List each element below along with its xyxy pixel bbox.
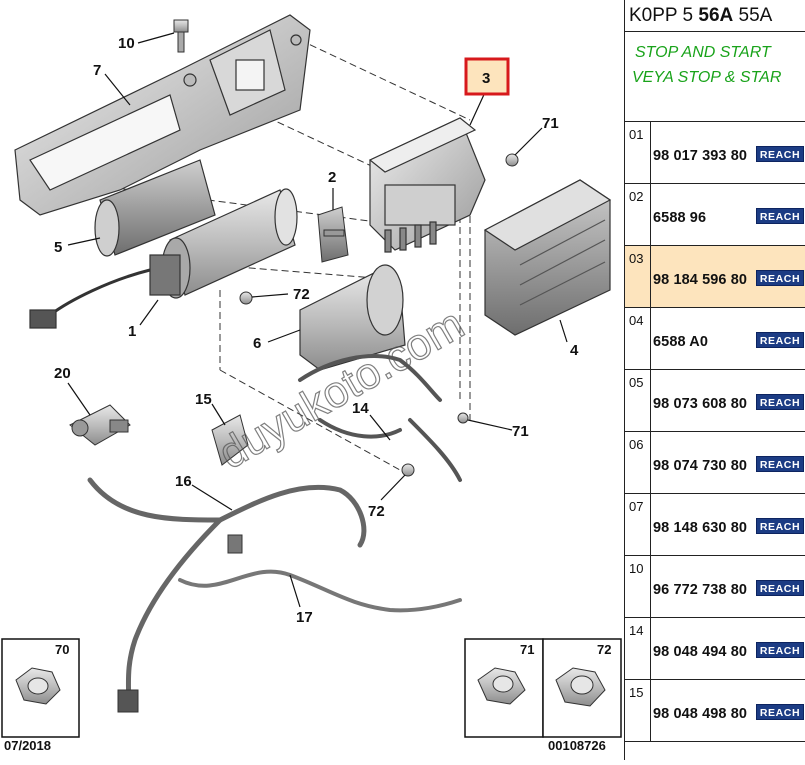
part-4-box — [483, 179, 612, 336]
part-index: 15 — [625, 680, 651, 741]
callout-72-lower: 72 — [368, 503, 385, 520]
part-index: 06 — [625, 432, 651, 493]
part-5-sleeve — [94, 159, 216, 257]
part-index: 04 — [625, 308, 651, 369]
reach-badge[interactable]: REACH — [756, 270, 804, 286]
header-code-b: 56A — [698, 5, 734, 26]
reach-badge[interactable]: REACH — [756, 704, 804, 720]
part-16-plug — [117, 689, 139, 713]
callout-1: 1 — [128, 323, 136, 340]
reach-badge[interactable]: REACH — [756, 394, 804, 410]
nut-72-left — [239, 291, 253, 305]
callout-71-top: 71 — [542, 115, 559, 132]
callout-20: 20 — [54, 365, 71, 382]
callout-7: 7 — [93, 62, 101, 79]
reach-badge[interactable]: REACH — [756, 518, 804, 534]
part-6-shield — [299, 264, 406, 371]
reach-badge[interactable]: REACH — [756, 456, 804, 472]
drawing-number: 00108726 — [548, 738, 606, 753]
nut-71-lower — [457, 412, 469, 424]
note-line-1: STOP AND START — [635, 44, 771, 61]
part-17-harness — [178, 569, 462, 613]
part-reference[interactable]: 98 074 730 80 — [653, 458, 748, 474]
part-20-connector — [69, 404, 131, 446]
reach-badge[interactable]: REACH — [756, 580, 804, 596]
part-reference[interactable]: 98 184 596 80 — [653, 272, 748, 288]
header-code-a: K0PP 5 — [629, 5, 694, 26]
callout-72-top: 72 — [293, 286, 310, 303]
reach-badge[interactable]: REACH — [756, 146, 804, 162]
parts-table: K0PP 5 56A 55A STOP AND START VEYA STOP … — [624, 0, 805, 760]
reach-badge[interactable]: REACH — [756, 642, 804, 658]
callout-6: 6 — [253, 335, 261, 352]
inset-box-72: 72 — [542, 638, 622, 738]
reach-badge[interactable]: REACH — [756, 332, 804, 348]
inset-label-70: 70 — [55, 642, 69, 657]
part-16-clip — [227, 534, 243, 554]
part-index: 01 — [625, 122, 651, 183]
part-16-harness — [87, 477, 367, 703]
callout-16: 16 — [175, 473, 192, 490]
callout-71-lower: 71 — [512, 423, 529, 440]
part-3-module — [368, 117, 486, 253]
fitment-note: STOP AND START VEYA STOP & STAR — [625, 32, 805, 122]
callout-2: 2 — [328, 169, 336, 186]
part-reference[interactable]: 98 048 498 80 — [653, 706, 748, 722]
part-15-bracket — [211, 414, 249, 466]
part-index: 05 — [625, 370, 651, 431]
part-index: 07 — [625, 494, 651, 555]
header-code-c: 55A — [738, 5, 773, 26]
callout-3: 3 — [482, 70, 490, 87]
callout-14: 14 — [352, 400, 369, 417]
part-index: 03 — [625, 246, 651, 307]
part-7-bracket — [14, 14, 311, 216]
callout-3-highlight — [464, 57, 510, 96]
inset-label-72: 72 — [597, 642, 611, 657]
inset-box-71: 71 — [464, 638, 544, 738]
part-index: 10 — [625, 556, 651, 617]
callout-5: 5 — [54, 239, 62, 256]
part-reference[interactable]: 96 772 738 80 — [653, 582, 748, 598]
part-reference[interactable]: 98 048 494 80 — [653, 644, 748, 660]
inset-box-70: 70 — [1, 638, 80, 738]
nut-72-lower — [401, 463, 415, 477]
diagram-date: 07/2018 — [4, 738, 51, 753]
catalog-header: K0PP 5 56A 55A — [625, 0, 805, 32]
part-index: 14 — [625, 618, 651, 679]
part-10-screw — [173, 19, 189, 53]
note-line-2: VEYA STOP & STAR — [632, 69, 782, 86]
callout-4: 4 — [570, 342, 579, 359]
part-2-connector — [317, 206, 349, 263]
part-1-cylinder — [29, 188, 298, 329]
parts-diagram: 10 7 3 71 2 5 72 1 6 4 20 15 14 71 16 72… — [1, 14, 622, 753]
callout-17: 17 — [296, 609, 313, 626]
part-reference[interactable]: 6588 96 — [653, 210, 707, 226]
part-14-harness — [298, 354, 462, 482]
callout-15: 15 — [195, 391, 212, 408]
nut-71-top — [505, 153, 519, 167]
callout-10: 10 — [118, 35, 135, 52]
part-reference[interactable]: 98 073 608 80 — [653, 396, 748, 412]
part-reference[interactable]: 6588 A0 — [653, 334, 708, 350]
part-index: 02 — [625, 184, 651, 245]
reach-badge[interactable]: REACH — [756, 208, 804, 224]
part-reference[interactable]: 98 017 393 80 — [653, 148, 748, 164]
part-reference[interactable]: 98 148 630 80 — [653, 520, 748, 536]
inset-label-71: 71 — [520, 642, 534, 657]
